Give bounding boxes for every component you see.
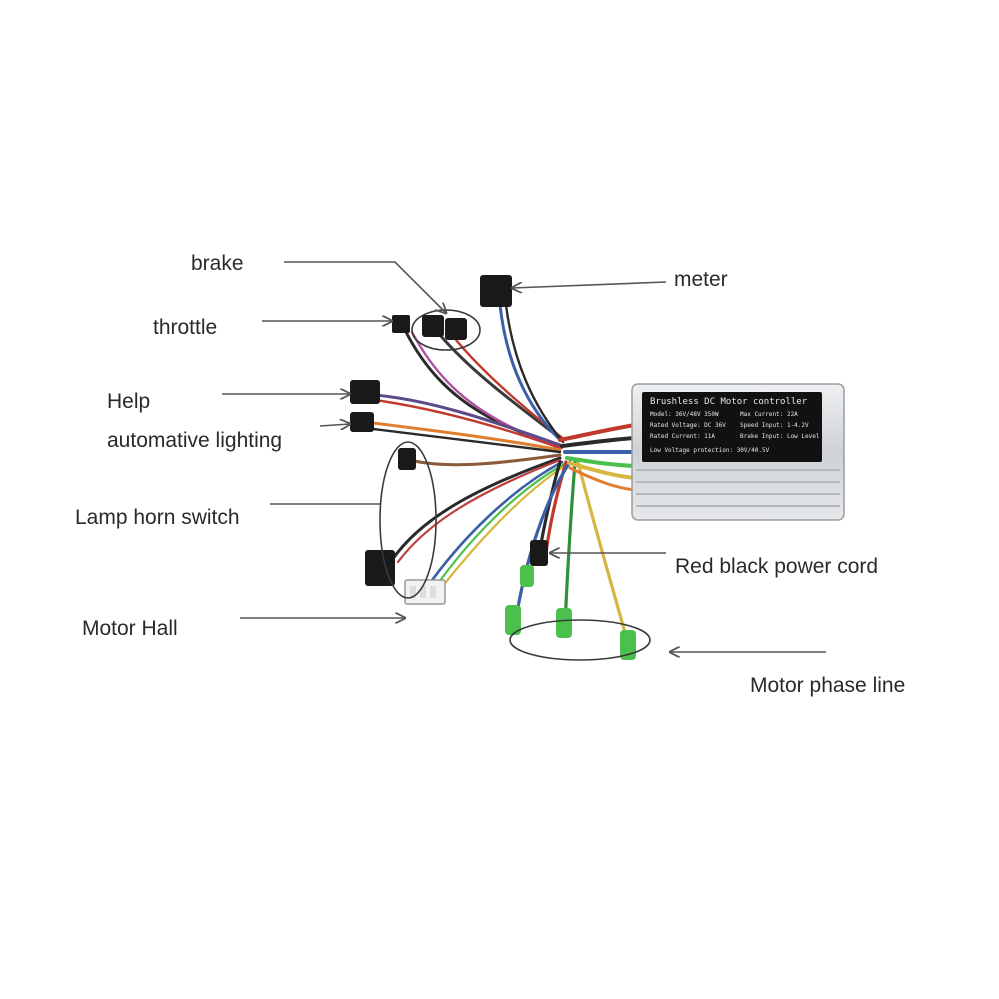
label-brake: brake bbox=[191, 252, 244, 275]
plate-line: Max Current: 22A bbox=[740, 411, 798, 418]
plate-line: Rated Voltage: DC 36V bbox=[650, 422, 726, 429]
meter-connector bbox=[480, 275, 512, 307]
lighting-connector bbox=[350, 412, 374, 432]
plate-title: Brushless DC Motor controller bbox=[650, 397, 808, 407]
label-throttle: throttle bbox=[153, 316, 218, 339]
lighting-arrow bbox=[319, 424, 350, 426]
plate-line: Speed Input: 1-4.2V bbox=[740, 422, 809, 429]
phase-terminal-1 bbox=[505, 605, 521, 635]
phase-terminal-3 bbox=[620, 630, 636, 660]
wire-harness bbox=[363, 303, 637, 652]
phase-ellipse bbox=[509, 619, 651, 661]
meter-arrow bbox=[512, 281, 667, 288]
throttle-connector bbox=[392, 315, 410, 333]
label-lamp-horn-switch: Lamp horn switch bbox=[75, 506, 240, 529]
brake-arrow bbox=[284, 261, 446, 313]
phase-terminal-2 bbox=[556, 608, 572, 638]
lamp-connector bbox=[398, 448, 416, 470]
label-power-cord: Red black power cord bbox=[675, 555, 879, 578]
terminals bbox=[505, 540, 636, 660]
leader-lines bbox=[222, 261, 826, 652]
connectors bbox=[350, 275, 512, 605]
plate-line: Brake Input: Low Level bbox=[740, 433, 820, 440]
label-motor-hall: Motor Hall bbox=[82, 617, 178, 640]
label-meter: meter bbox=[674, 268, 728, 291]
label-phase-line: Motor phase line bbox=[750, 674, 906, 697]
lamp-horn-connector bbox=[365, 550, 395, 586]
label-help: Help bbox=[107, 390, 151, 413]
lamp-horn-ellipse bbox=[379, 441, 437, 599]
plate-line: Rated Current: 11A bbox=[650, 433, 715, 440]
brake-connector-right bbox=[445, 318, 467, 340]
help-connector bbox=[350, 380, 380, 404]
brake-connector-left bbox=[422, 315, 444, 337]
plate-line: Low Voltage protection: 30V/40.5V bbox=[650, 447, 770, 454]
controller-label-plate bbox=[642, 392, 822, 462]
plate-line: Model: 36V/48V 350W bbox=[650, 411, 719, 418]
motor-controller: Brushless DC Motor controller Model: 36V… bbox=[631, 383, 845, 521]
power-terminal bbox=[530, 540, 548, 566]
label-automatic-lighting: automative lighting bbox=[107, 429, 283, 452]
